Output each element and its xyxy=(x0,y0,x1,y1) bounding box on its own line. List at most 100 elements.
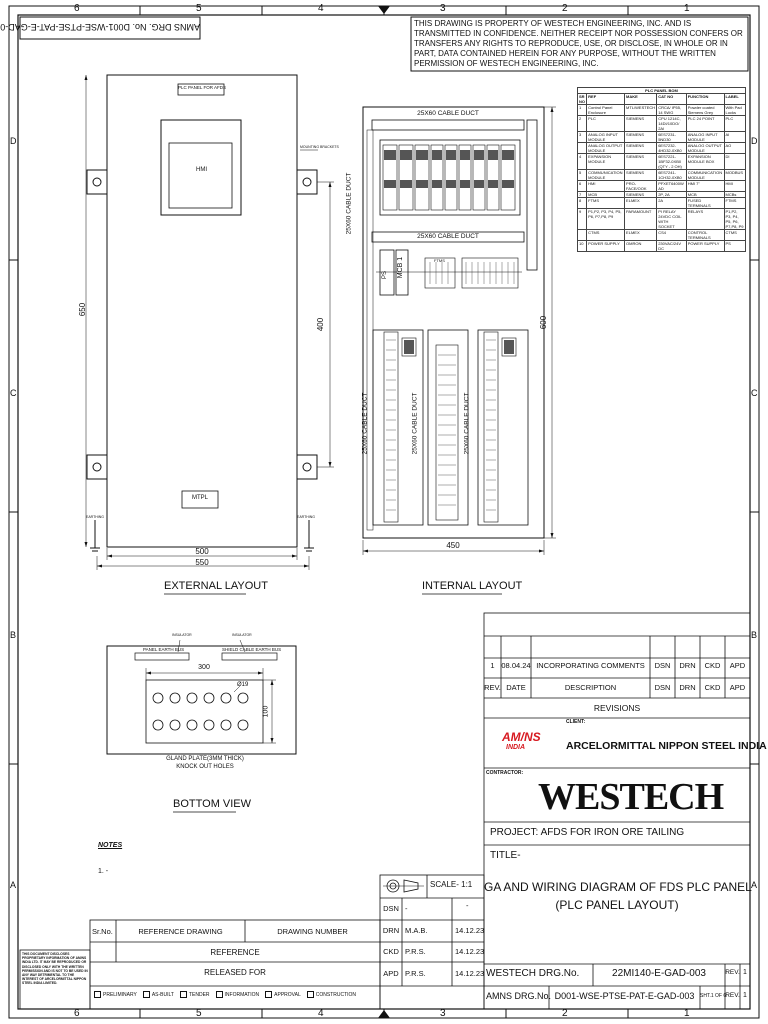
bom-cell: With Pad Locks xyxy=(723,104,746,116)
hole-dia-label: Ø19 xyxy=(237,682,249,688)
release-option[interactable]: PRELIMINARY xyxy=(94,991,137,998)
bom-cell: COMMUNICATION MODULE xyxy=(685,169,725,181)
zone-col-6-bottom: 6 xyxy=(74,1008,80,1019)
release-option[interactable]: TENDER xyxy=(179,991,210,998)
duct-mid-label: 25X60 CABLE DUCT xyxy=(417,233,479,240)
duct-side-label: 25X60 CABLE DUCT xyxy=(345,172,353,235)
rev-row1-apd: APD xyxy=(729,661,746,670)
checkbox-icon[interactable] xyxy=(215,991,223,998)
bom-cell: 5 xyxy=(576,169,588,181)
signoff-drn-role: DRN xyxy=(382,926,400,935)
bom-cell: 6 xyxy=(576,180,588,192)
bom-cell: 1 xyxy=(576,104,588,116)
signoff-ckd-role: CKD xyxy=(383,947,399,956)
panel-tag-label: PLC PANEL FOR AFDS xyxy=(178,85,227,90)
dim-550: 550 xyxy=(195,558,209,567)
bom-cell: PLC 24 POINT xyxy=(685,115,725,132)
bom-cell: POWER SUPPLY xyxy=(586,240,626,252)
rev-header-description: DESCRIPTION xyxy=(564,683,617,692)
checkbox-icon[interactable] xyxy=(179,991,187,998)
amns-logo xyxy=(500,730,548,760)
signoff-apd-name: P.R.S. xyxy=(405,969,426,978)
bom-cell: FUSED TERMINALS xyxy=(685,197,725,209)
release-option[interactable]: APPROVAL xyxy=(265,991,301,998)
amns-logo-subtext: INDIA xyxy=(506,744,526,751)
hmi-label: HMI xyxy=(196,167,207,173)
westech-logo: WESTECH xyxy=(538,776,724,818)
bom-cell: HMI xyxy=(723,180,746,192)
duct-top-label: 25X60 CABLE DUCT xyxy=(417,110,479,117)
internal-layout-caption: INTERNAL LAYOUT xyxy=(422,580,523,592)
checkbox-icon[interactable] xyxy=(265,991,273,998)
bom-cell: FTMS xyxy=(723,197,746,209)
release-option-label: CONSTRUCTION xyxy=(315,991,357,998)
zone-row-c-right: C xyxy=(751,388,758,398)
bom-cell: ANALOG OUTPUT MODULE xyxy=(586,142,626,154)
release-option[interactable]: AS-BUILT xyxy=(142,991,174,998)
bom-cell: Powder coated Siemens Grey xyxy=(685,104,725,116)
checkbox-icon[interactable] xyxy=(142,991,150,998)
bom-cell: SIEMENS xyxy=(624,142,658,154)
panel-earth-bus-label: PANEL EARTH BUS xyxy=(143,647,185,652)
bom-cell: AO xyxy=(723,142,746,154)
zone-col-5-bottom: 5 xyxy=(196,1008,202,1019)
signoff-apd-role: APD xyxy=(383,969,399,978)
bom-cell: SIEMENS xyxy=(624,131,658,143)
rev-label-2: REV. xyxy=(725,992,740,999)
rev-header-rev: REV. xyxy=(484,683,501,692)
confidential-note: THIS DOCUMENT DISCLOSES PROPRIETARY INFO… xyxy=(22,952,88,986)
release-option[interactable]: CONSTRUCTION xyxy=(306,991,357,998)
bom-cell: CTMS xyxy=(723,229,746,241)
zone-row-d-right: D xyxy=(751,136,758,146)
bom-cell: RELAYS xyxy=(685,208,725,230)
dim-100: 100 xyxy=(262,705,270,718)
bom-cell: 6ES7232-4HD32-0XB0 xyxy=(656,142,687,154)
checkbox-icon[interactable] xyxy=(306,991,314,998)
bom-cell: 8 xyxy=(576,197,588,209)
zone-col-3: 3 xyxy=(440,3,446,14)
contractor-label: CONTRACTOR: xyxy=(486,770,524,776)
notes-item: 1. - xyxy=(98,868,109,875)
bom-cell: 9 xyxy=(576,208,588,230)
zone-row-a: A xyxy=(10,880,17,890)
bom-cell: ELMEX xyxy=(624,229,658,241)
dim-500: 500 xyxy=(195,547,209,556)
internal-layout-drawing xyxy=(362,106,556,555)
dim-450: 450 xyxy=(446,541,460,550)
zone-col-4: 4 xyxy=(318,3,324,14)
release-option[interactable]: INFORMATION xyxy=(215,991,259,998)
rev-row1-drn: DRN xyxy=(679,661,696,670)
reference-label: REFERENCE xyxy=(210,948,260,957)
released-for-label: RELEASED FOR xyxy=(204,968,266,977)
bom-header-cell: REF xyxy=(586,93,626,105)
zone-col-2-bottom: 2 xyxy=(562,1008,568,1019)
amns-drg-number: D001-WSE-PTSE-PAT-E-GAD-003 xyxy=(554,991,695,1001)
mtpl-label: MTPL xyxy=(191,495,208,501)
checkbox-icon[interactable] xyxy=(94,991,101,998)
bom-cell: 6ES7241-1CH32-0XB0 xyxy=(656,169,687,181)
rev-row1-ckd: CKD xyxy=(704,661,721,670)
client-label: CLIENT: xyxy=(566,719,586,725)
rev-header-date: DATE xyxy=(506,683,526,692)
bom-cell: CRCA/ IP55, 14 SWG xyxy=(656,104,687,116)
bom-cell: HMI 7" xyxy=(685,180,725,192)
bom-cell: ANALOG OUTPUT MODULE xyxy=(685,142,725,154)
bom-header-cell: LABEL xyxy=(723,93,746,105)
signoff-dsn-date: - xyxy=(466,901,469,910)
amns-drg-label: AMNS DRG.No. xyxy=(486,991,552,1001)
bom-cell: PI RELAY 24VDC COIL WITH SOCKET xyxy=(656,208,687,230)
amns-logo-text: AM/NS xyxy=(502,730,541,744)
ftms-label: FTMS xyxy=(434,258,445,263)
gland-plate-note: GLAND PLATE(3MM THICK) xyxy=(166,756,244,762)
zone-col-6: 6 xyxy=(74,3,80,14)
release-option-label: AS-BUILT xyxy=(151,991,174,998)
